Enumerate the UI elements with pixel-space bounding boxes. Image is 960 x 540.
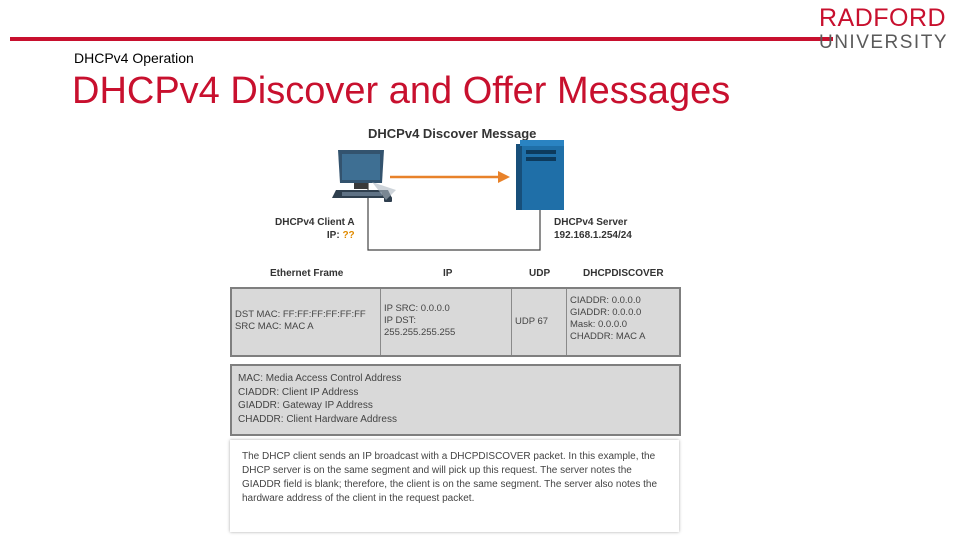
- logo-line-2: UNIVERSITY: [818, 32, 948, 53]
- glossary-item: CIADDR: Client IP Address: [238, 386, 359, 398]
- eth-src-mac: SRC MAC: MAC A: [235, 321, 314, 332]
- client-ip-value: ??: [342, 230, 355, 241]
- glossary-item: MAC: Media Access Control Address: [238, 373, 402, 384]
- pc-icon: [332, 150, 396, 202]
- slide-subtitle: DHCPv4 Operation: [74, 50, 194, 66]
- logo-line-1: RADFORD: [818, 4, 947, 32]
- ip-dst: IP DST:: [384, 315, 417, 326]
- server-icon: [516, 140, 564, 210]
- ip-src: IP SRC: 0.0.0.0: [384, 303, 450, 314]
- packet-frame: DST MAC: FF:FF:FF:FF:FF:FF SRC MAC: MAC …: [230, 287, 681, 357]
- client-label: DHCPv4 Client A IP: ??: [275, 216, 355, 242]
- diagram-title: DHCPv4 Discover Message: [368, 126, 537, 141]
- server-label: DHCPv4 Server 192.168.1.254/24: [554, 216, 632, 242]
- glossary-item: CHADDR: Client Hardware Address: [238, 413, 397, 425]
- discover-arrowhead: [498, 171, 510, 183]
- client-ip: IP: ??: [275, 229, 355, 242]
- header-ethernet: Ethernet Frame: [270, 268, 344, 279]
- slide-title: DHCPv4 Discover and Offer Messages: [72, 70, 731, 112]
- client-ip-label: IP:: [326, 230, 343, 241]
- ip-cell: IP SRC: 0.0.0.0 IP DST: 255.255.255.255: [381, 289, 512, 355]
- ethernet-cell: DST MAC: FF:FF:FF:FF:FF:FF SRC MAC: MAC …: [232, 289, 381, 355]
- dhcp-chaddr: CHADDR: MAC A: [570, 331, 646, 342]
- header-dhcpdiscover: DHCPDISCOVER: [583, 268, 664, 279]
- udp-cell: UDP 67: [512, 289, 567, 355]
- udp-port: UDP 67: [515, 316, 549, 327]
- server-ip: 192.168.1.254/24: [554, 230, 632, 241]
- glossary-item: GIADDR: Gateway IP Address: [238, 400, 373, 411]
- header-rule: [10, 37, 833, 41]
- dhcp-ciaddr: CIADDR: 0.0.0.0: [570, 295, 641, 306]
- glossary-box: MAC: Media Access Control Address CIADDR…: [230, 364, 681, 436]
- university-logo: RADFORD UNIVERSITY: [818, 4, 948, 53]
- description-text: The DHCP client sends an IP broadcast wi…: [242, 451, 658, 504]
- header-udp: UDP: [529, 268, 551, 279]
- description-box: The DHCP client sends an IP broadcast wi…: [230, 440, 679, 532]
- client-name: DHCPv4 Client A: [275, 217, 355, 228]
- dhcp-mask: Mask: 0.0.0.0: [570, 319, 628, 330]
- eth-dst-mac: DST MAC: FF:FF:FF:FF:FF:FF: [235, 309, 366, 320]
- ip-dst-value: 255.255.255.255: [384, 327, 456, 338]
- server-name: DHCPv4 Server: [554, 217, 628, 228]
- dhcp-cell: CIADDR: 0.0.0.0 GIADDR: 0.0.0.0 Mask: 0.…: [567, 289, 679, 355]
- header-ip: IP: [443, 268, 453, 279]
- dhcp-giaddr: GIADDR: 0.0.0.0: [570, 307, 642, 318]
